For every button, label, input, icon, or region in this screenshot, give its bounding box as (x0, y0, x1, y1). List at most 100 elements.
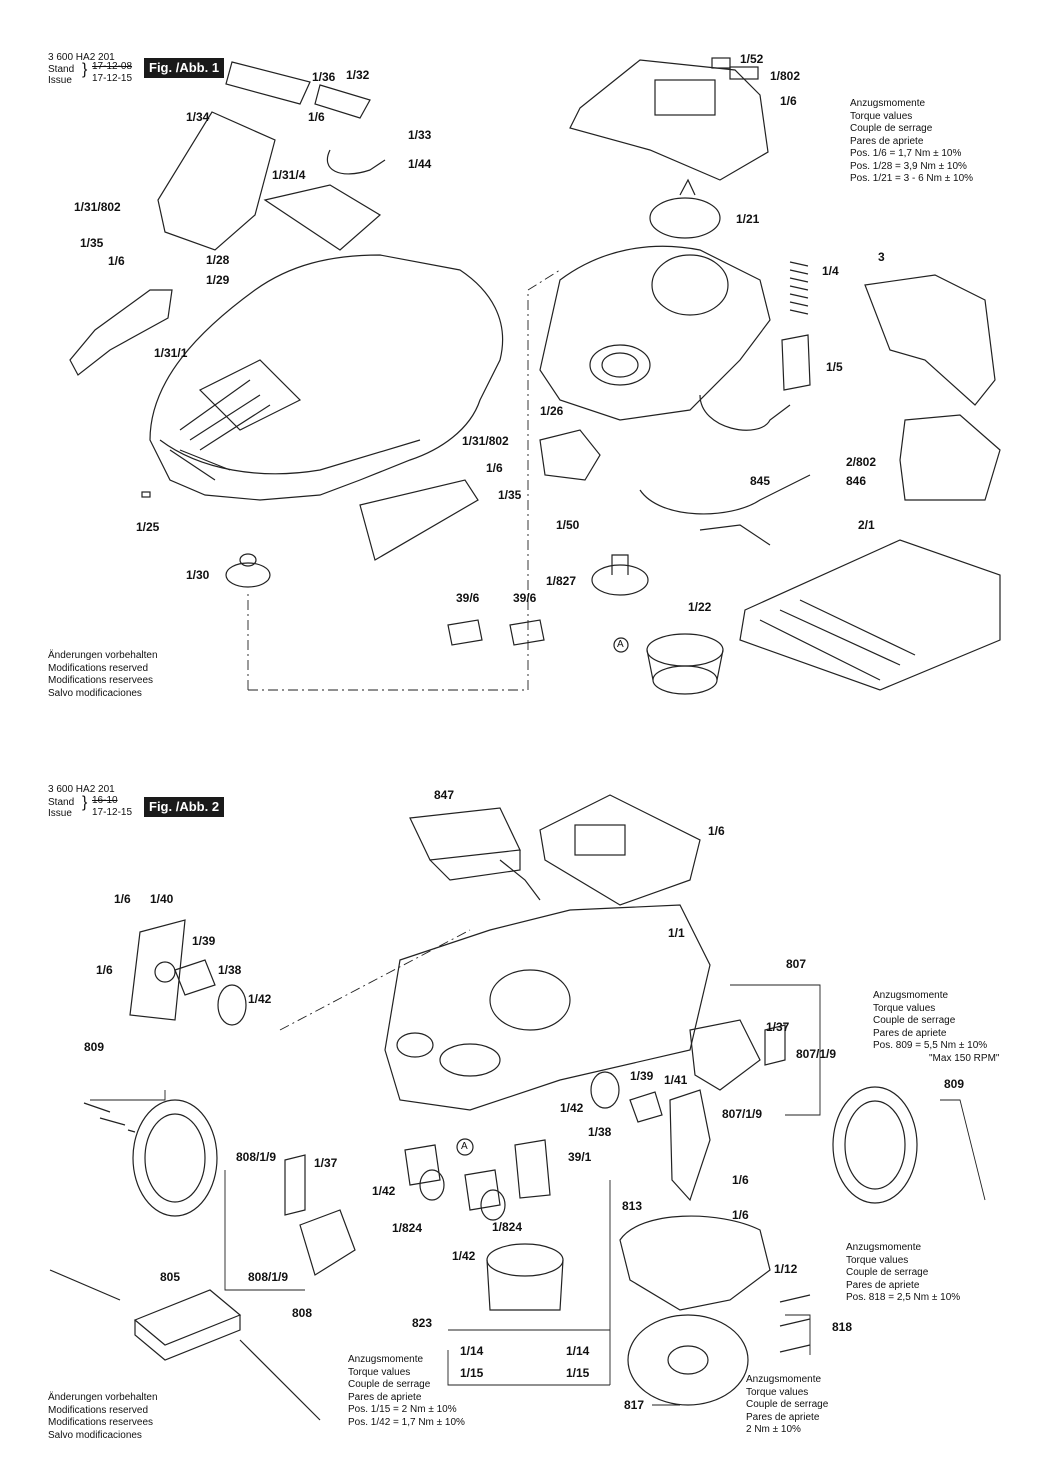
part-label: 808/1/9 (236, 1150, 277, 1164)
wheel-809-right (832, 1086, 918, 1204)
part-label: 818 (832, 1320, 853, 1334)
fig1-doc-number: 3 600 HA2 201 (48, 52, 115, 63)
bumper-2-802 (899, 414, 1001, 501)
part-label: 1/6 (732, 1173, 749, 1187)
note-line: Salvo modificaciones (48, 687, 142, 699)
note-line: Pares de apriete (873, 1027, 947, 1039)
part-label: 847 (434, 788, 455, 802)
part-label: 809 (84, 1040, 105, 1054)
part-label: 1/35 (498, 488, 522, 502)
part-label: 1/6 (308, 110, 325, 124)
part-label: 823 (412, 1316, 433, 1330)
note-line: Torque values (850, 110, 913, 122)
part-label: 1/827 (546, 574, 577, 588)
fig2-torque-note-c: Anzugsmomente Torque values Couple de se… (348, 1354, 465, 1429)
blade-motor-813 (514, 1139, 551, 1199)
note-line: Pares de apriete (846, 1279, 920, 1291)
part-label: 1/41 (664, 1073, 688, 1087)
part-label: 1/30 (186, 568, 210, 582)
fig1-stand-label: Stand (48, 64, 75, 75)
part-label: 807/1/9 (796, 1047, 837, 1061)
fig2-stand-date: 16-10 (92, 795, 118, 806)
part-label: 1/22 (688, 600, 712, 614)
fig1-brace: } (82, 61, 88, 78)
fig2-torque-note-a: Anzugsmomente Torque values Couple de se… (873, 990, 999, 1065)
note-line: Anzugsmomente (850, 98, 926, 109)
part-label: 1/6 (780, 94, 797, 108)
fig2-title: Fig. /Abb. 2 (144, 797, 225, 817)
stop-button-cover (314, 84, 371, 119)
part-label: 1/34 (186, 110, 210, 124)
part-label: 1/42 (372, 1184, 396, 1198)
note-line: Anzugsmomente (846, 1242, 922, 1253)
part-label: 1/44 (408, 157, 432, 171)
part-label: 1/37 (314, 1156, 338, 1170)
rear-cover-flap (157, 111, 276, 251)
note-line: Anzugsmomente (746, 1374, 822, 1385)
note-line: Pos. 809 = 5,5 Nm ± 10% (873, 1040, 988, 1051)
rear-cover-3 (864, 274, 996, 406)
fig2-changes-note: Änderungen vorbehalten Modifications res… (48, 1392, 158, 1442)
reference-a-circle-1 (613, 637, 629, 653)
wheel-bracket-1-40 (129, 919, 186, 1021)
part-label: 1/31/802 (462, 434, 509, 448)
cable-845 (699, 394, 791, 431)
part-label: 1/33 (408, 128, 432, 142)
main-housing-shell (149, 254, 504, 501)
part-label: 1/36 (312, 70, 336, 84)
fig2-stand-label: Stand (48, 797, 75, 808)
part-label: 1/35 (80, 236, 104, 250)
drive-unit-1-824-b (464, 1169, 501, 1211)
main-chassis-1-1 (384, 904, 711, 1111)
fig2-doc-number: 3 600 HA2 201 (48, 784, 115, 795)
part-label: 1/50 (556, 518, 580, 532)
motor-823 (486, 1243, 564, 1277)
part-label: 1/38 (218, 963, 242, 977)
note-line: Anzugsmomente (873, 990, 949, 1001)
fig1-title: Fig. /Abb. 1 (144, 58, 225, 78)
fig2-torque-note-b: Anzugsmomente Torque values Couple de se… (846, 1242, 960, 1305)
part-label: 805 (160, 1270, 181, 1284)
note-line: Couple de serrage (348, 1379, 431, 1390)
part-label: 1/37 (766, 1020, 790, 1034)
dial-1-21 (649, 197, 721, 239)
part-label: 1/15 (460, 1366, 484, 1380)
part-label: 817 (624, 1398, 645, 1412)
part-label: 39/6 (456, 591, 480, 605)
note-line: Pares de apriete (348, 1391, 422, 1403)
part-label: 1/42 (452, 1249, 476, 1263)
knob-1-30 (225, 562, 271, 588)
part-label: 1/6 (96, 963, 113, 977)
part-label: 1/31/1 (154, 346, 188, 360)
bracket-1-5 (781, 334, 811, 391)
gear-1-38 (217, 984, 247, 1026)
part-label: 807 (786, 957, 807, 971)
part-label: 1/42 (248, 992, 272, 1006)
part-label: 1/14 (460, 1344, 484, 1358)
reference-letter: A (617, 639, 624, 650)
bosch-logo-cover (225, 61, 311, 105)
fig1-stand-date: 17-12-08 (92, 61, 133, 72)
reference-a-circle-2 (456, 1138, 474, 1156)
note-line: Modifications reserved (48, 662, 149, 674)
chassis-top-plate (539, 245, 771, 421)
note-line: Änderungen vorbehalten (48, 650, 158, 661)
note-line: 2 Nm ± 10% (746, 1424, 801, 1435)
part-label: 1/6 (708, 824, 725, 838)
bracket-1-37-left (284, 1154, 306, 1216)
note-line: Pos. 1/15 = 2 Nm ± 10% (348, 1404, 457, 1415)
part-label: 1/39 (192, 934, 216, 948)
note-line: Torque values (746, 1386, 809, 1398)
part-label: 846 (846, 474, 867, 488)
gear-1-39-right (629, 1091, 663, 1123)
part-label: 1/14 (566, 1344, 590, 1358)
part-label: 39/1 (568, 1150, 592, 1164)
part-label: 1/40 (150, 892, 174, 906)
note-line: Modifications reservees (48, 1417, 154, 1428)
part-label: 808 (292, 1306, 313, 1320)
bracket-1-41 (669, 1089, 711, 1202)
part-label: 1/28 (206, 253, 230, 267)
part-label: 1/6 (108, 254, 125, 268)
part-label: 1/52 (740, 52, 764, 66)
